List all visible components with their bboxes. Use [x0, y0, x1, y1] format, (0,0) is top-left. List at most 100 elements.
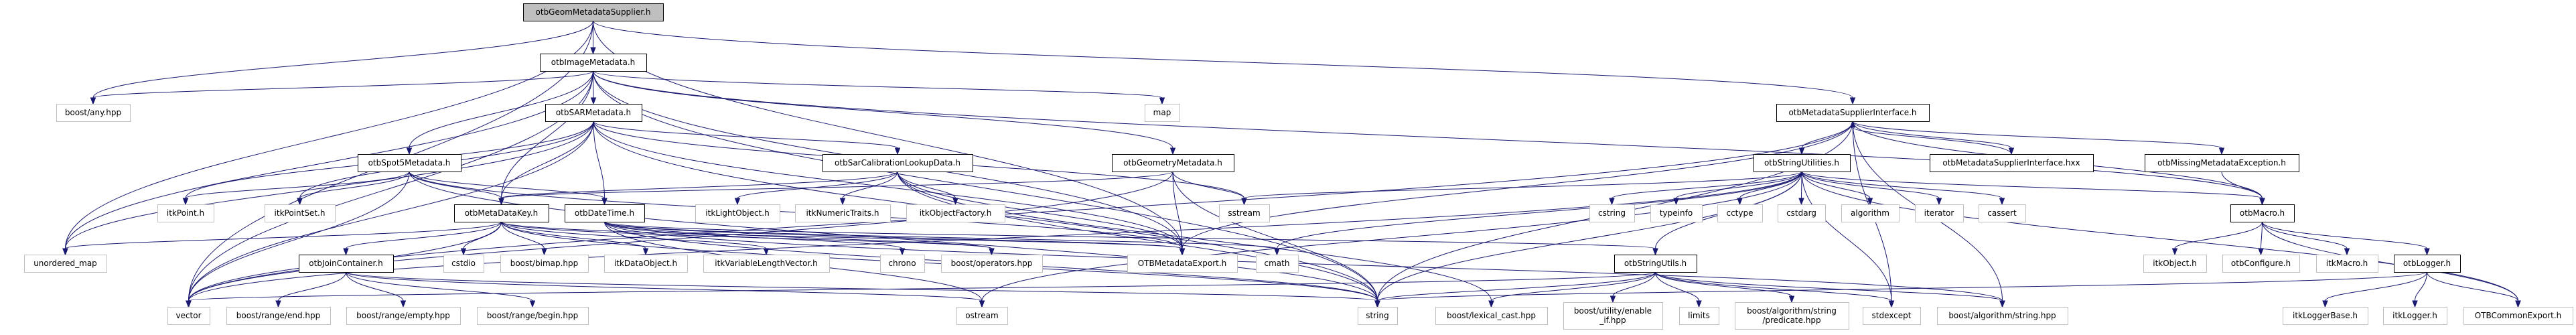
node-box[interactable] — [2230, 204, 2295, 222]
node-otbdatetime-h[interactable]: otbDateTime.h — [565, 204, 645, 222]
node-otbstringutilities-h[interactable]: otbStringUtilities.h — [1754, 154, 1851, 172]
edge-line — [346, 221, 502, 249]
node-box[interactable] — [1614, 255, 1697, 273]
node-box[interactable] — [540, 54, 647, 72]
edge-line — [185, 171, 410, 199]
node-box — [1127, 255, 1238, 273]
node-label: otbStringUtilities.h — [1764, 158, 1839, 168]
edge-line — [1852, 121, 2012, 149]
edge-line — [2262, 221, 2518, 302]
node-box — [443, 255, 484, 273]
node-box — [1841, 204, 1900, 222]
arrowhead-icon — [2515, 300, 2521, 308]
edge-line — [604, 221, 992, 249]
arrowhead-icon — [2344, 248, 2350, 256]
node-box[interactable] — [454, 204, 549, 222]
edge-macro-to-logger — [2262, 221, 2430, 256]
node-label: boost/any.hpp — [65, 108, 121, 117]
node-label: otbStringUtils.h — [1624, 259, 1687, 268]
edge-line — [1655, 271, 2003, 302]
edge-spot5-to-mdkey — [409, 171, 504, 206]
node-otbgeometrymetadata-h[interactable]: otbGeometryMetadata.h — [1112, 154, 1234, 172]
edge-geommd-to-mdkey — [498, 171, 1173, 206]
edge-line — [604, 221, 1656, 249]
node-label: boost/bimap.hpp — [510, 259, 579, 268]
node-box[interactable] — [523, 3, 664, 21]
node-itkpoint-h: itkPoint.h — [157, 204, 214, 222]
edge-spot5-to-itkpointset — [297, 171, 410, 206]
edge-strutil-to-stdexcept — [1801, 171, 1895, 308]
edge-strutil-to-cstring — [1609, 171, 1802, 206]
node-otbsarcalibrationlookupdata-h[interactable]: otbSarCalibrationLookupData.h — [822, 154, 973, 172]
arrowhead-icon — [2259, 198, 2265, 206]
node-box[interactable] — [2394, 255, 2461, 273]
node-otbmetadatasupplierinterface-hxx[interactable]: otbMetadataSupplierInterface.hxx — [1930, 154, 2094, 172]
node-otbimagemetadata-h[interactable]: otbImageMetadata.h — [540, 54, 647, 72]
node-box — [1358, 307, 1398, 325]
node-limits: limits — [1679, 307, 1719, 325]
node-label: itkDataObject.h — [614, 259, 677, 268]
node-label: ostream — [965, 311, 998, 320]
node-otbstringutils-h[interactable]: otbStringUtils.h — [1614, 255, 1697, 273]
node-otbmetadatakey-h[interactable]: otbMetaDataKey.h — [454, 204, 549, 222]
node-box — [2222, 255, 2300, 273]
edge-strutil-to-cassert — [1801, 171, 2005, 206]
edge-sarcal-to-mdkey — [498, 171, 898, 206]
arrowhead-icon — [1374, 300, 1380, 308]
arrowhead-icon — [899, 248, 906, 256]
node-boost-utility-enable-if-hpp: boost/utility/enable_if.hpp — [1563, 302, 1663, 330]
edge-line — [1676, 171, 1802, 199]
node-label: boost/range/empty.hpp — [356, 311, 450, 320]
arrowhead-icon — [460, 248, 467, 256]
node-boost-range-begin-hpp: boost/range/begin.hpp — [477, 307, 589, 325]
node-otbmacro-h[interactable]: otbMacro.h — [2230, 204, 2295, 222]
edge-line — [593, 121, 1183, 249]
edge-line — [501, 221, 1378, 302]
edge-strutils-to-stdexcept — [1655, 271, 1895, 308]
node-otbgeommetadatasupplier-h[interactable]: otbGeomMetadataSupplier.h — [523, 3, 664, 21]
edge-line — [1277, 171, 1802, 249]
node-box[interactable] — [2145, 154, 2299, 172]
node-box[interactable] — [1930, 154, 2094, 172]
node-box[interactable] — [1776, 104, 1930, 122]
edge-line — [737, 171, 898, 199]
node-box — [56, 104, 131, 122]
edge-sarcal-to-itknumtraits — [839, 171, 898, 206]
node-otbmetadatasupplierinterface-h[interactable]: otbMetadataSupplierInterface.h — [1776, 104, 1930, 122]
arrowhead-icon — [186, 300, 192, 308]
node-box[interactable] — [1112, 154, 1234, 172]
edge-line — [346, 271, 983, 302]
edge-strutils-to-algstring — [1655, 271, 2005, 308]
arrowhead-icon — [1888, 300, 1895, 308]
node-box[interactable] — [545, 104, 642, 122]
node-otbsarmetadata-h[interactable]: otbSARMetadata.h — [545, 104, 642, 122]
edge-line — [463, 221, 502, 249]
edge-mdkey-to-bimap — [501, 221, 547, 256]
node-label: boost/lexical_cast.hpp — [1447, 311, 1536, 320]
node-box[interactable] — [299, 255, 394, 273]
edge-line — [409, 171, 605, 199]
node-box[interactable] — [565, 204, 645, 222]
node-otbjoincontainer-h[interactable]: otbJoinContainer.h — [299, 255, 394, 273]
node-otbmissingmetadataexception-h[interactable]: otbMissingMetadataException.h — [2145, 154, 2299, 172]
node-otblogger-h[interactable]: otbLogger.h — [2394, 255, 2461, 273]
edge-line — [981, 171, 1802, 302]
node-itkpointset-h: itkPointSet.h — [265, 204, 336, 222]
edge-line — [92, 70, 593, 98]
edge-strutil-to-ostream — [979, 171, 1802, 308]
node-box[interactable] — [358, 154, 461, 172]
edge-mdkey-to-join — [343, 221, 502, 256]
node-label: boost/utility/enable — [1574, 306, 1652, 316]
arrowhead-icon — [1696, 300, 1702, 308]
edge-msihxx-to-msi — [1849, 120, 2012, 155]
node-box[interactable] — [1754, 154, 1851, 172]
node-box — [1717, 204, 1763, 222]
edge-line — [346, 271, 533, 302]
node-label: boost/algorithm/string.hpp — [1948, 311, 2056, 320]
node-box[interactable] — [822, 154, 973, 172]
node-otbspot5metadata-h[interactable]: otbSpot5Metadata.h — [358, 154, 461, 172]
edge-join-to-rangeempty — [346, 271, 407, 308]
node-label: limits — [1688, 311, 1710, 320]
node-vector: vector — [167, 307, 210, 325]
node-box — [604, 255, 688, 273]
